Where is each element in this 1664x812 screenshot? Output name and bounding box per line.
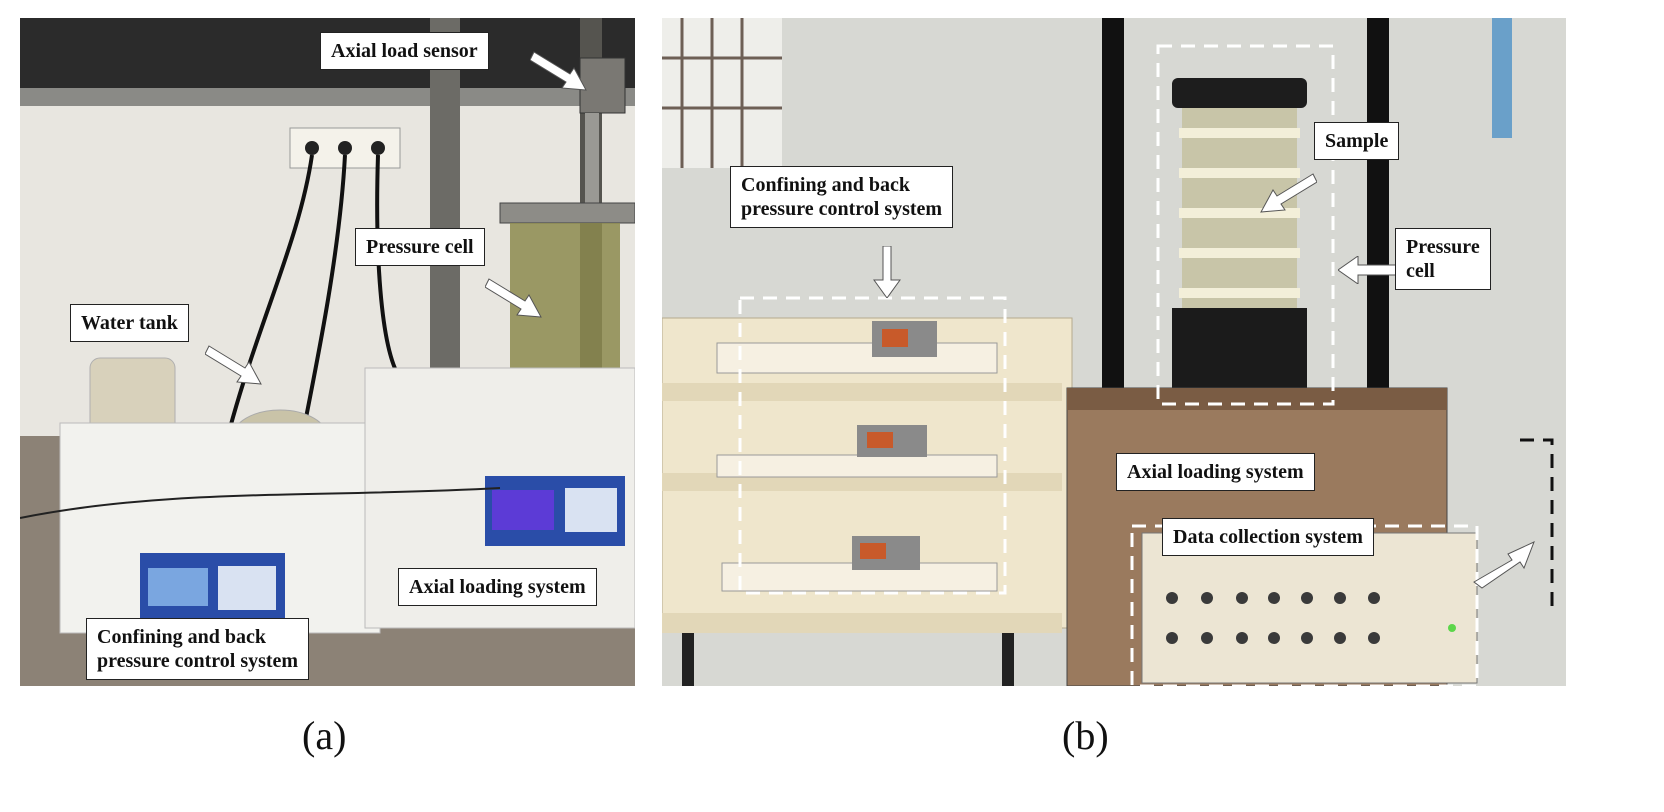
arrow-data-collection-system xyxy=(1473,541,1535,589)
caption-a: (a) xyxy=(302,713,347,758)
arrow-pressure-cell-a xyxy=(485,278,542,318)
label-pressure-cell-b: Pressure cell xyxy=(1395,228,1491,290)
lab-photo-a xyxy=(20,18,635,686)
caption-b: (b) xyxy=(1062,713,1109,758)
label-sample: Sample xyxy=(1314,122,1400,160)
photo-panel-a: Axial load sensor Pressure cell Water ta… xyxy=(20,18,635,686)
label-confining-back-pressure-b: Confining and back pressure control syst… xyxy=(730,166,954,228)
label-water-tank: Water tank xyxy=(70,304,189,342)
arrow-water-tank xyxy=(205,345,262,385)
arrow-axial-load-sensor xyxy=(530,51,587,91)
arrow-confining-back-pressure-b xyxy=(873,246,901,298)
label-axial-loading-system-a: Axial loading system xyxy=(398,568,597,606)
label-pressure-cell-a: Pressure cell xyxy=(355,228,485,266)
arrow-pressure-cell-b xyxy=(1338,256,1396,284)
photo-panel-b: Confining and back pressure control syst… xyxy=(662,18,1566,686)
label-confining-back-pressure-a: Confining and back pressure control syst… xyxy=(86,618,310,680)
label-axial-load-sensor: Axial load sensor xyxy=(320,32,489,70)
arrow-sample xyxy=(1260,173,1317,213)
label-axial-loading-system-b: Axial loading system xyxy=(1116,453,1315,491)
label-data-collection-system: Data collection system xyxy=(1162,518,1374,556)
lab-photo-b xyxy=(662,18,1566,686)
